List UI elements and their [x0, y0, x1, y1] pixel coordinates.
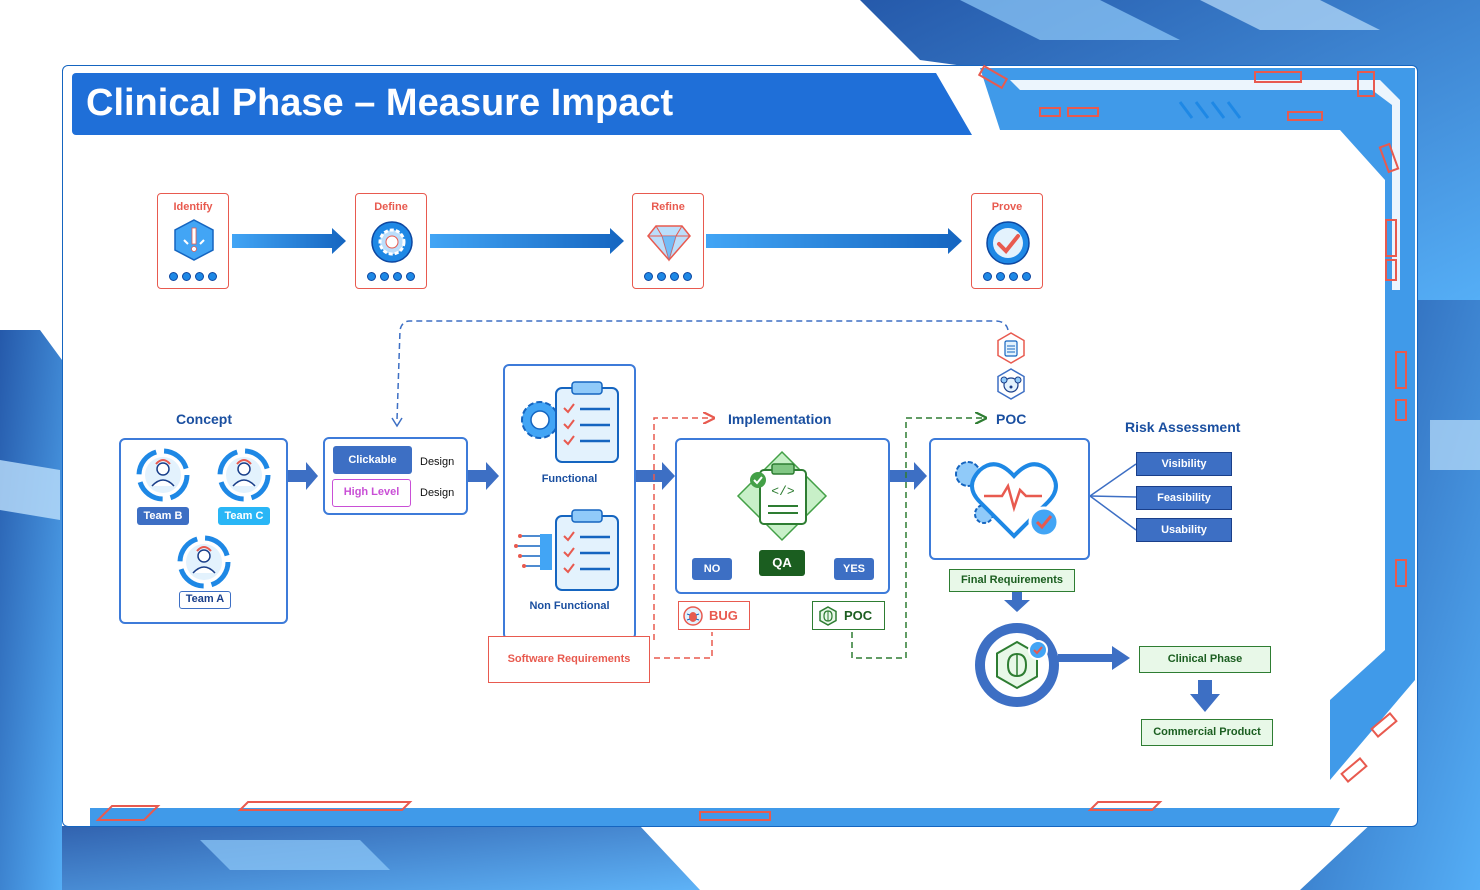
checkmark-icon [986, 221, 1030, 265]
bug-label: BUG [709, 608, 738, 623]
design-label-2: Design [420, 487, 455, 499]
final-requirements-box: Final Requirements [949, 569, 1075, 592]
team-a-icon [177, 535, 231, 589]
stage-dots [633, 272, 703, 281]
qa-chip: QA [759, 550, 805, 576]
diamond-icon [647, 225, 691, 262]
implementation-title: Implementation [728, 411, 832, 427]
stage-card-prove: Prove [971, 193, 1043, 289]
stage-label: Prove [991, 201, 1023, 213]
risk-item-feasibility: Feasibility [1136, 486, 1232, 510]
stage-label: Define [374, 201, 408, 213]
dog-face-hex-icon [997, 368, 1025, 400]
stage-arrows [232, 228, 962, 254]
title-bar [72, 73, 972, 135]
svg-text:</>: </> [771, 484, 795, 499]
page-title: Clinical Phase – Measure Impact [86, 82, 674, 124]
bug-icon [683, 606, 703, 626]
risk-item-visibility: Visibility [1136, 452, 1232, 476]
no-chip: NO [692, 558, 732, 580]
stage-label: Identify [173, 201, 213, 213]
risk-title: Risk Assessment [1125, 419, 1241, 435]
design-label-1: Design [420, 456, 455, 468]
non-functional-label: Non Functional [529, 600, 610, 612]
poc-result-box: POC [812, 601, 885, 630]
stage-card-identify: Identify [157, 193, 229, 289]
clinical-phase-box: Clinical Phase [1139, 646, 1271, 673]
stage-dots [972, 272, 1042, 281]
concept-title: Concept [176, 411, 232, 427]
gear-icon [371, 221, 413, 263]
functional-checklist-icon [521, 381, 619, 463]
team-b-icon [136, 448, 190, 502]
team-a-label: Team A [179, 591, 231, 609]
code-document-icon: </> [736, 450, 828, 542]
clipboard-hex-icon [997, 332, 1025, 364]
stage-dots [158, 272, 228, 281]
poc-title: POC [996, 411, 1027, 427]
risk-item-usability: Usability [1136, 518, 1232, 542]
clickable-chip: Clickable [333, 446, 412, 474]
poc-result-label: POC [844, 608, 873, 623]
software-requirements-box: Software Requirements [488, 636, 650, 683]
team-c-label: Team C [218, 507, 270, 525]
brain-icon [819, 606, 837, 626]
commercial-product-box: Commercial Product [1141, 719, 1273, 746]
yes-chip: YES [834, 558, 874, 580]
brain-ring-icon [975, 623, 1059, 707]
stage-card-refine: Refine [632, 193, 704, 289]
stage-dots [356, 272, 426, 281]
team-c-icon [217, 448, 271, 502]
functional-label: Functional [541, 473, 598, 485]
bug-box: BUG [678, 601, 750, 630]
alert-hexagon-icon [174, 219, 214, 261]
stage-label: Refine [651, 201, 685, 213]
non-functional-checklist-icon [514, 509, 619, 591]
team-b-label: Team B [137, 507, 189, 525]
stage-card-define: Define [355, 193, 427, 289]
high-level-chip: High Level [332, 479, 411, 507]
heart-pulse-icon [955, 461, 1060, 539]
